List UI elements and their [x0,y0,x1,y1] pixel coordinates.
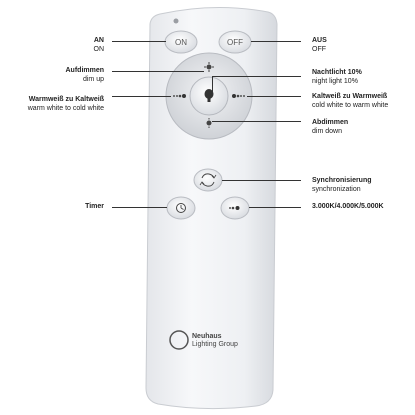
led-indicator [173,18,179,24]
label-timer-title: Timer [85,203,104,210]
label-aufdimmen-title: Aufdimmen [65,67,105,74]
timer-icon [176,203,186,213]
label-aufdimmen-sub: dim up [82,76,104,83]
sync-button[interactable] [193,168,223,192]
kelvin-button[interactable] [220,196,250,220]
label-abdimmen-sub: dim down [312,128,342,135]
label-an: AN ON [94,36,105,54]
on-button-label: ON [175,38,187,47]
warm-to-cold-icon[interactable] [173,94,186,98]
label-warm-to-cold-sub: warm white to cold white [27,105,104,112]
on-button[interactable]: ON [164,30,198,54]
timer-button[interactable] [166,196,196,220]
label-nachtlicht-title: Nachtlicht 10% [312,69,362,76]
label-nachtlicht: Nachtlicht 10% night light 10% [312,68,362,86]
label-aus-sub: OFF [312,46,326,53]
leader-line-cold-to-warm [247,96,301,97]
leader-line-nachtlicht-v [212,76,213,94]
label-cold-to-warm-title: Kaltweiß zu Warmweiß [312,93,388,100]
leader-line-aufdimmen [112,71,204,72]
label-aus: AUS OFF [312,36,327,54]
label-aus-title: AUS [312,37,327,44]
leader-line-an [112,41,166,42]
label-cold-to-warm: Kaltweiß zu Warmweiß cold white to warm … [312,92,388,110]
color-temperature-icon [229,206,240,210]
label-abdimmen-title: Abdimmen [312,119,349,126]
brand-logo: Neuhaus Lighting Group [169,330,238,350]
leader-line-aus [251,41,301,42]
sync-icon [201,173,215,187]
off-button[interactable]: OFF [218,30,252,54]
leader-line-sync [222,180,301,181]
label-abdimmen: Abdimmen dim down [312,118,348,136]
cold-to-warm-icon[interactable] [232,94,245,98]
leader-line-abdimmen [212,121,301,122]
label-nachtlicht-sub: night light 10% [312,78,358,85]
label-kelvin-title: 3.000K/4.000K/5.000K [312,203,384,210]
label-sync-title: Synchronisierung [312,177,372,184]
logo-subname: Lighting Group [192,341,238,348]
leader-line-timer [112,207,167,208]
label-an-sub: ON [93,46,105,53]
label-warm-to-cold: Warmweiß zu Kaltweiß warm white to cold … [28,95,104,113]
label-timer: Timer [85,202,104,211]
label-sync-sub: synchronization [312,186,361,193]
leader-line-warm-to-cold [112,96,171,97]
label-cold-to-warm-sub: cold white to warm white [312,102,389,109]
label-kelvin: 3.000K/4.000K/5.000K [312,202,384,211]
dim-down-icon[interactable] [206,118,212,128]
leader-line-kelvin [249,207,301,208]
leader-line-nachtlicht [212,76,301,77]
logo-name: Neuhaus [192,333,222,340]
dim-up-icon[interactable] [204,62,214,72]
label-warm-to-cold-title: Warmweiß zu Kaltweiß [28,96,104,103]
night-light-icon[interactable] [204,89,214,102]
label-sync: Synchronisierung synchronization [312,176,372,194]
label-aufdimmen: Aufdimmen dim up [66,66,105,84]
label-an-title: AN [93,37,104,44]
off-button-label: OFF [227,38,243,47]
